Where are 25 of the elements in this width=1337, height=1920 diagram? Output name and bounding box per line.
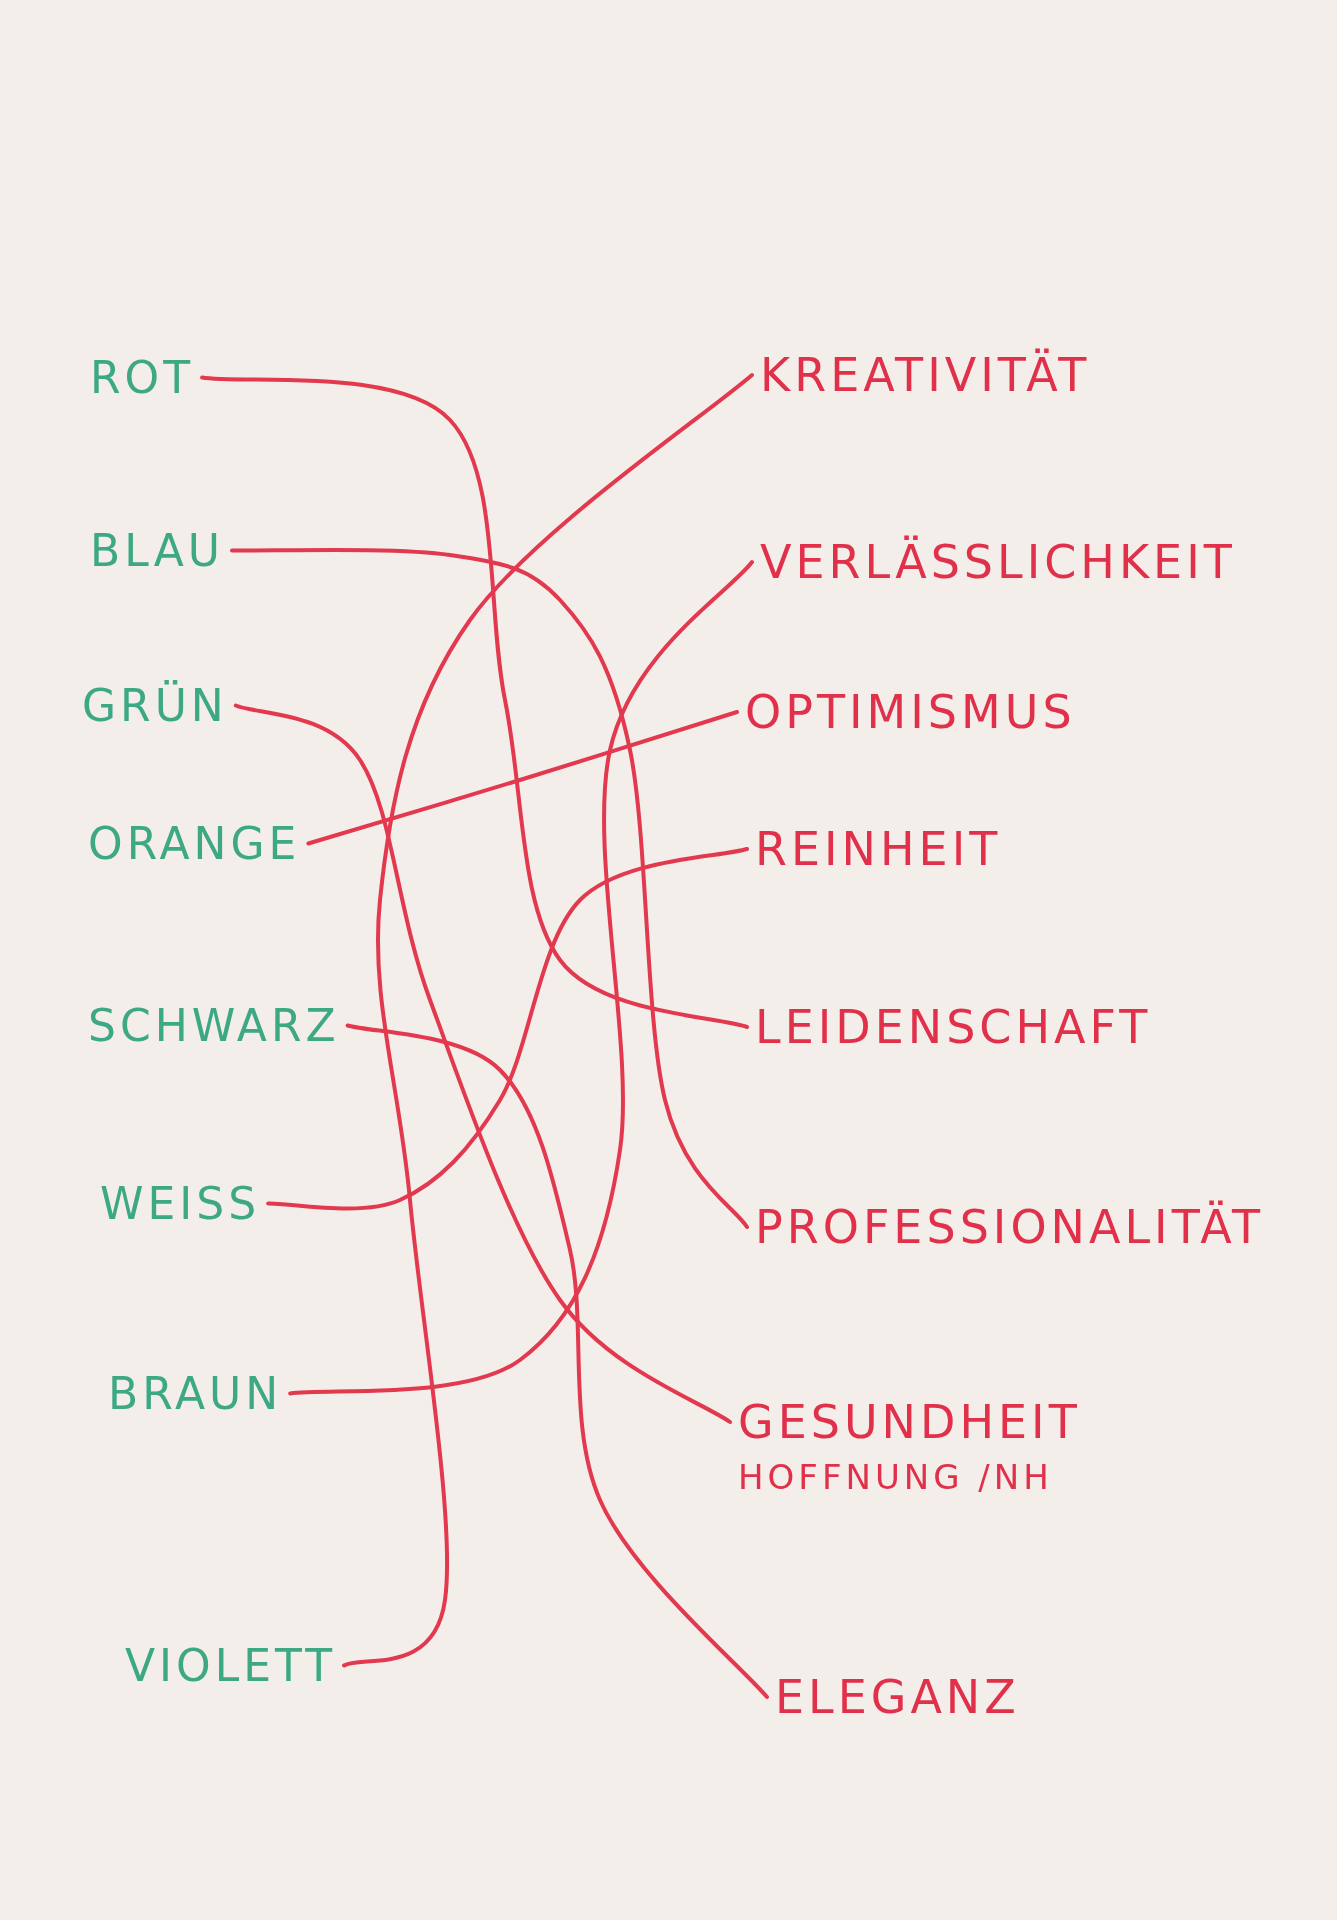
trait-label: KREATIVITÄT [760,348,1091,402]
trait-label: GESUNDHEIT [738,1395,1081,1449]
color-label: BLAU [90,525,224,576]
color-label: SCHWARZ [88,1000,340,1051]
connector-line [345,1023,769,1699]
trait-label: OPTIMISMUS [745,685,1076,739]
trait-label: ELEGANZ [775,1670,1020,1724]
trait-label: REINHEIT [755,822,1002,876]
connector-line [342,373,754,1668]
color-label: VIOLETT [125,1640,336,1691]
note-text: HOFFNUNG /NH [738,1457,1054,1497]
color-label: ROT [90,352,195,403]
connector-line [230,547,749,1229]
trait-label: VERLÄSSLICHKEIT [760,535,1236,589]
connector-line [306,710,739,846]
color-label: GRÜN [82,680,228,731]
color-label: WEISS [100,1178,261,1229]
trait-label: LEIDENSCHAFT [755,1000,1152,1054]
connector-line [233,703,732,1424]
connector-line [200,375,749,1029]
connector-line [266,847,749,1211]
color-label: BRAUN [108,1368,283,1419]
color-label: ORANGE [88,818,301,869]
connector-line [288,560,754,1396]
trait-label: PROFESSIONALITÄT [755,1200,1265,1254]
